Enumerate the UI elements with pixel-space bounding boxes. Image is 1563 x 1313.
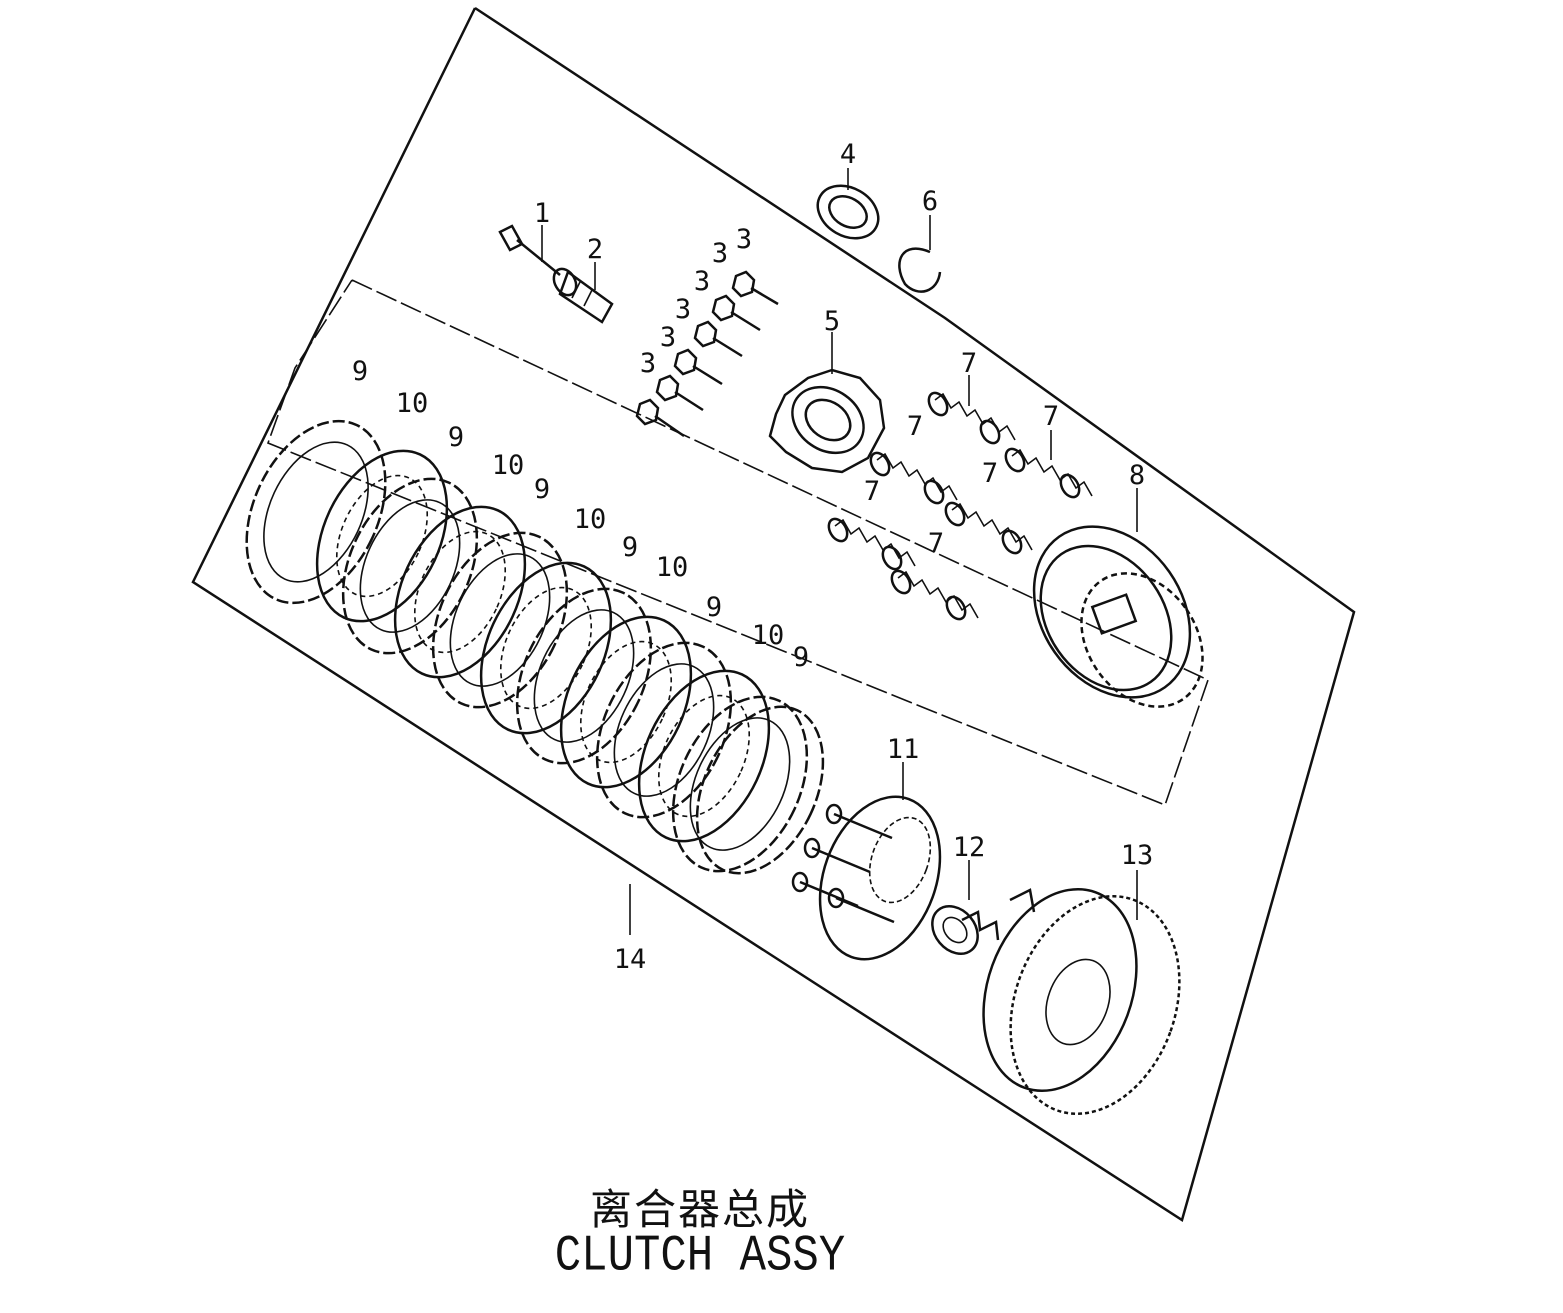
diagram-title-english: CLUTCH ASSY bbox=[554, 1228, 846, 1286]
callout-7: 7 bbox=[928, 528, 944, 559]
callout-14: 14 bbox=[614, 944, 647, 975]
callout-7: 7 bbox=[1043, 401, 1059, 432]
callout-9: 9 bbox=[622, 532, 638, 563]
callout-6: 6 bbox=[922, 186, 938, 217]
callout-10: 10 bbox=[656, 552, 689, 583]
push-rod-icon bbox=[498, 224, 561, 276]
steel-plate-icon bbox=[315, 449, 449, 623]
callout-9: 9 bbox=[793, 642, 809, 673]
callout-7: 7 bbox=[864, 476, 880, 507]
friction-disc-icon bbox=[595, 641, 733, 819]
bolt-icon bbox=[693, 320, 743, 358]
callout-9: 9 bbox=[534, 474, 550, 505]
pressure-plate-icon bbox=[768, 368, 886, 474]
callout-7: 7 bbox=[982, 458, 998, 489]
callout-9: 9 bbox=[706, 592, 722, 623]
callout-2: 2 bbox=[587, 234, 603, 265]
callout-1: 1 bbox=[534, 198, 550, 229]
callout-5: 5 bbox=[824, 306, 840, 337]
steel-plate-icon bbox=[479, 561, 613, 735]
bearing-icon bbox=[816, 184, 880, 240]
diagram-title-chinese: 离合器总成 bbox=[589, 1185, 810, 1234]
callout-8: 8 bbox=[1129, 460, 1145, 491]
friction-disc-icon bbox=[515, 587, 653, 765]
clutch-outer-icon bbox=[961, 887, 1181, 1115]
spring-icon bbox=[944, 501, 1033, 555]
callout-7: 7 bbox=[961, 348, 977, 379]
friction-disc-icon bbox=[245, 419, 387, 605]
callout-12: 12 bbox=[953, 832, 986, 863]
callout-3: 3 bbox=[675, 294, 691, 325]
spring-icon bbox=[869, 451, 958, 505]
callout-9: 9 bbox=[352, 356, 368, 387]
callout-3: 3 bbox=[640, 348, 656, 379]
friction-disc-icon bbox=[431, 531, 569, 709]
callout-10: 10 bbox=[396, 388, 429, 419]
callout-4: 4 bbox=[840, 139, 856, 170]
callout-10: 10 bbox=[752, 620, 785, 651]
circlip-icon bbox=[898, 247, 942, 293]
disc-stack bbox=[245, 419, 825, 875]
callout-11: 11 bbox=[887, 734, 920, 765]
callout-10: 10 bbox=[574, 504, 607, 535]
steel-plate-icon bbox=[637, 669, 771, 843]
disc-set-dashed-frame bbox=[266, 279, 1209, 807]
bolt-icon bbox=[635, 398, 685, 438]
bolt-group bbox=[635, 270, 779, 438]
callout-3: 3 bbox=[736, 224, 752, 255]
spring-icon bbox=[1004, 447, 1093, 499]
spring-icon bbox=[827, 517, 916, 571]
spring-group bbox=[827, 391, 1093, 621]
steel-plate-icon bbox=[559, 615, 693, 789]
callout-3: 3 bbox=[660, 322, 676, 353]
callout-13: 13 bbox=[1121, 840, 1154, 871]
bolt-icon bbox=[655, 374, 704, 412]
bolt-icon bbox=[731, 270, 779, 306]
bolt-icon bbox=[711, 294, 761, 332]
callout-9: 9 bbox=[448, 422, 464, 453]
lock-washer-icon bbox=[931, 905, 979, 955]
lifter-piece-icon bbox=[552, 267, 614, 324]
friction-disc-icon bbox=[671, 695, 809, 873]
drive-plate-icon bbox=[791, 795, 942, 961]
callout-7: 7 bbox=[907, 411, 923, 442]
spring-icon bbox=[927, 391, 1016, 445]
friction-disc-icon bbox=[695, 705, 825, 875]
callout-3: 3 bbox=[694, 266, 710, 297]
callout-3: 3 bbox=[712, 238, 728, 269]
friction-disc-icon bbox=[341, 477, 479, 655]
outer-frame bbox=[191, 6, 1356, 1222]
spring-icon bbox=[890, 569, 979, 621]
clutch-hub-icon bbox=[1032, 525, 1204, 708]
leader-lines bbox=[541, 168, 1138, 920]
bolt-icon bbox=[673, 348, 723, 386]
callout-10: 10 bbox=[492, 450, 525, 481]
